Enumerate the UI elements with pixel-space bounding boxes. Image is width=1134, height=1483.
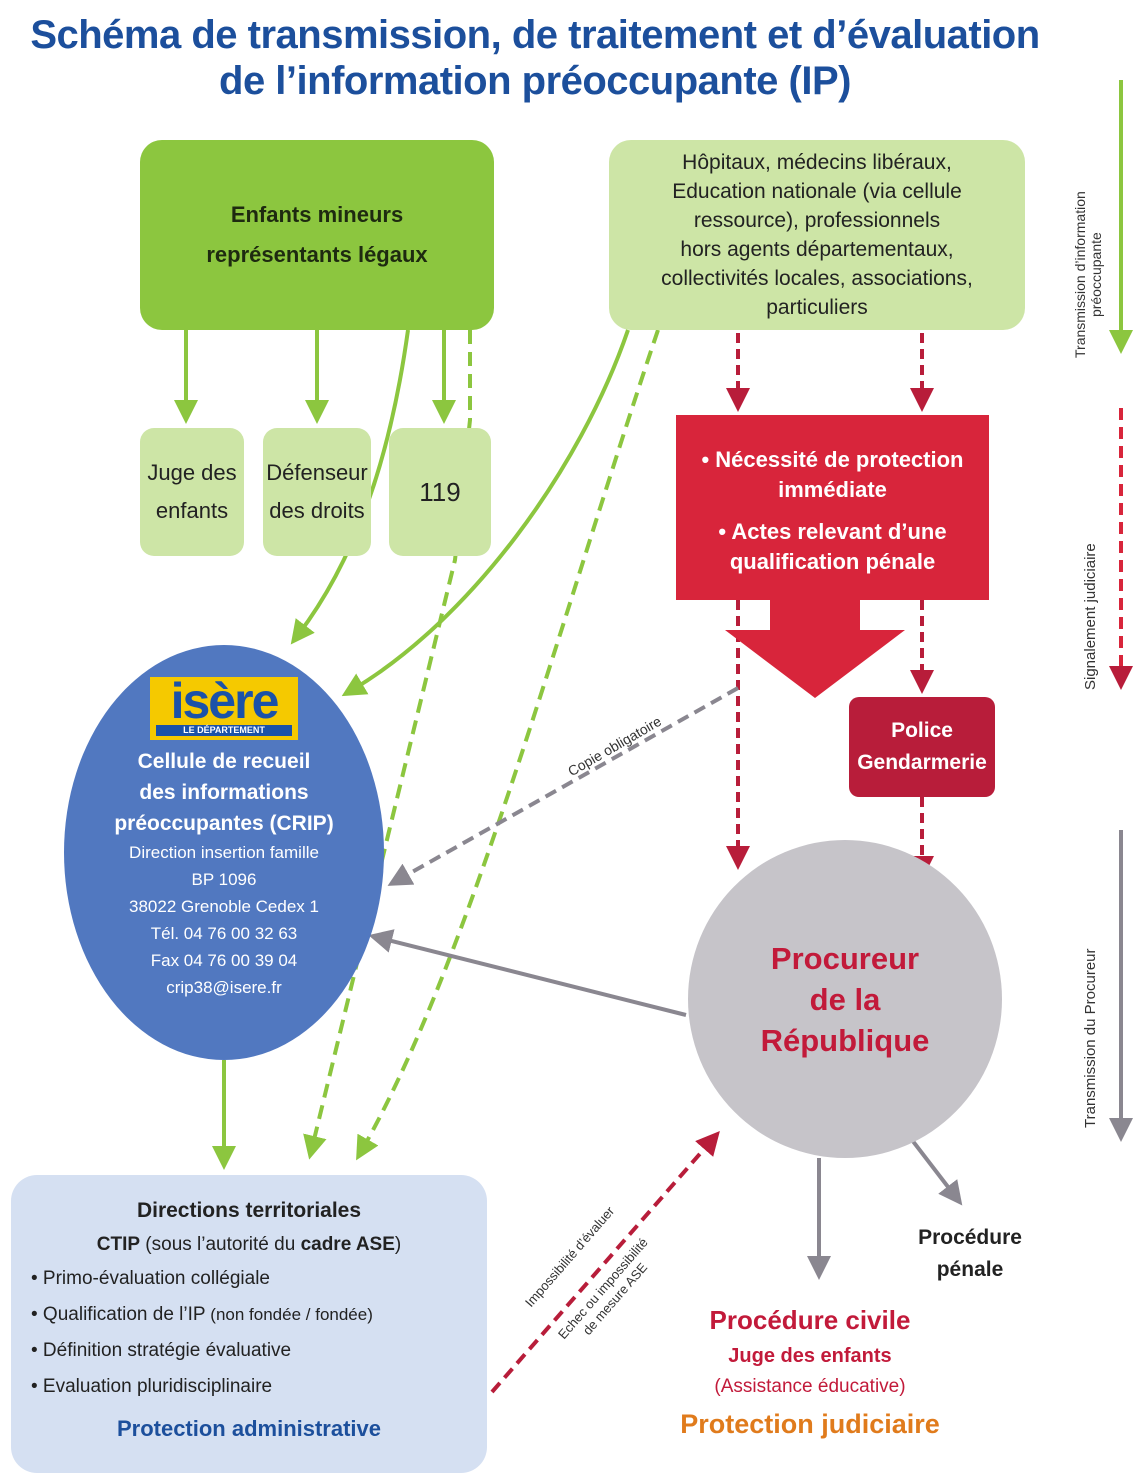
ctip-cadre: cadre ASE: [300, 1234, 395, 1255]
protection-immediate-box: • Nécessité de protection immédiate • Ac…: [676, 415, 989, 600]
isere-logo-text: isère: [170, 673, 280, 729]
sources-line-6: particuliers: [766, 296, 868, 319]
legend-transmission-line-1: Transmission d’information: [1072, 191, 1088, 358]
police-line-1: Police: [891, 719, 953, 742]
protection-item-2: • Actes relevant d’une qualification pén…: [718, 517, 946, 577]
crip-line-2: des informations: [139, 781, 309, 804]
procedure-civile-assistance: (Assistance éducative): [714, 1376, 906, 1397]
procureur-line-2: de la: [809, 981, 881, 1017]
defenseur-line-1: Défenseur: [266, 460, 368, 485]
defenseur-line-2: des droits: [269, 498, 365, 523]
protection-judiciaire-label: Protection judiciaire: [680, 1409, 940, 1439]
numero-119-box: 119: [389, 428, 491, 556]
procureur-circle: Procureur de la République: [688, 840, 1002, 1158]
crip-email: crip38@isere.fr: [166, 978, 282, 997]
protection-item-2-line-1: • Actes relevant d’une: [718, 518, 947, 544]
juge-line-2: enfants: [155, 498, 229, 523]
ctip-close: ): [394, 1234, 402, 1255]
procedure-penale-line-2: pénale: [936, 1258, 1004, 1281]
police-gendarmerie-box: Police Gendarmerie: [849, 697, 995, 797]
crip-line-6: 38022 Grenoble Cedex 1: [129, 897, 319, 916]
legend-transmission-line-2: préoccupante: [1088, 232, 1104, 318]
procedure-penale-label: Procédure pénale: [905, 1222, 1035, 1286]
directions-item-3: • Définition stratégie évaluative: [31, 1340, 292, 1361]
juge-des-enfants-box: Juge des enfants: [140, 428, 244, 556]
protection-item-1: • Nécessité de protection immédiate: [701, 445, 963, 505]
directions-item-1: • Primo-évaluation collégiale: [31, 1268, 270, 1289]
legend-procureur-label: Transmission du Procureur: [1082, 948, 1099, 1128]
directions-item-4: • Evaluation pluridisciplinaire: [31, 1376, 273, 1397]
arrow-sources-crip: [341, 329, 630, 697]
numero-119-label: 119: [419, 477, 461, 507]
crip-line-1: Cellule de recueil: [137, 750, 311, 773]
crip-phone: Tél. 04 76 00 32 63: [150, 924, 298, 943]
police-line-2: Gendarmerie: [857, 751, 987, 774]
directions-item-2: • Qualification de l’IP (non fondée / fo…: [31, 1297, 373, 1333]
crip-fax: Fax 04 76 00 39 04: [150, 951, 298, 970]
diagram-title: Schéma de transmission, de traitement et…: [0, 12, 1070, 104]
isere-logo: isère LE DÉPARTEMENT: [150, 673, 298, 740]
isere-logo-subtitle: LE DÉPARTEMENT: [156, 725, 292, 736]
crip-circle: isère LE DÉPARTEMENT Cellule de recueil …: [64, 645, 384, 1060]
sources-line-3: ressource), professionnels: [693, 209, 941, 232]
arrow-procureur-penale: [910, 1138, 963, 1206]
legend-transmission-label: Transmission d’information préoccupante: [1072, 191, 1104, 358]
directions-item-2-detail: (non fondée / fondée): [205, 1305, 373, 1324]
procureur-line-1: Procureur: [770, 940, 920, 976]
arrow-copie-obligatoire: [387, 686, 739, 886]
crip-line-3: préoccupantes (CRIP): [114, 812, 334, 835]
directions-list: • Primo-évaluation collégiale • Qualific…: [31, 1261, 373, 1405]
sources-line-2: Education nationale (via cellule: [672, 180, 962, 203]
ctip-authority: (sous l’autorité du: [140, 1234, 301, 1255]
arrow-sources-directions-dashed: [356, 329, 660, 1161]
protection-item-2-line-2: qualification pénale: [729, 548, 936, 574]
directions-territoriales-box: Directions territoriales CTIP (sous l’au…: [11, 1175, 487, 1473]
procureur-line-3: République: [760, 1022, 930, 1058]
protection-administrative-label: Protection administrative: [116, 1416, 382, 1441]
defenseur-des-droits-box: Défenseur des droits: [263, 428, 371, 556]
protection-item-1-line-1: • Nécessité de protection: [701, 446, 964, 472]
arrow-procureur-crip: [368, 929, 687, 1017]
procedure-penale-line-1: Procédure: [918, 1226, 1022, 1249]
title-line-2: de l’information préoccupante (IP): [219, 59, 851, 103]
crip-line-5: BP 1096: [191, 870, 257, 889]
title-line-1: Schéma de transmission, de traitement et…: [30, 13, 1040, 57]
sources-line-1: Hôpitaux, médecins libéraux,: [682, 151, 952, 174]
ctip-label: CTIP: [96, 1234, 141, 1255]
procedure-civile-title: Procédure civile: [709, 1305, 911, 1335]
ctip-line: CTIP (sous l’autorité du cadre ASE): [97, 1229, 401, 1261]
directions-item-2-main: • Qualification de l’IP: [31, 1304, 206, 1325]
sources-line-5: collectivités locales, associations,: [661, 267, 973, 290]
procedure-civile-block: Procédure civile Juge des enfants (Assis…: [660, 1300, 960, 1446]
sources-box: Hôpitaux, médecins libéraux, Education n…: [609, 140, 1025, 330]
enfants-mineurs-box: Enfants mineurs représentants légaux: [140, 140, 494, 330]
procedure-civile-juge: Juge des enfants: [728, 1345, 892, 1367]
directions-title: Directions territoriales: [136, 1199, 362, 1222]
sources-line-4: hors agents départementaux,: [680, 238, 954, 261]
protection-item-1-line-2: immédiate: [778, 476, 887, 502]
enfants-line-2: représentants légaux: [206, 242, 428, 267]
crip-line-4: Direction insertion famille: [129, 843, 319, 862]
legend-signalement-label: Signalement judiciaire: [1082, 543, 1099, 690]
juge-line-1: Juge des: [147, 460, 237, 485]
enfants-line-1: Enfants mineurs: [230, 202, 404, 227]
big-red-arrow: [725, 600, 905, 698]
